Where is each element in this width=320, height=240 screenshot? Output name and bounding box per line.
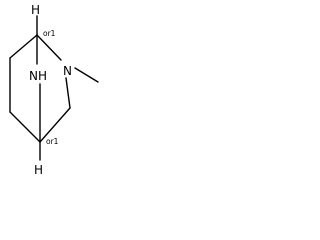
stereo-label-top: or1 [43, 29, 56, 38]
bond-top-bridgehead-left [9, 34, 38, 59]
bond-layer [9, 15, 99, 161]
atom-h-top: H [31, 3, 40, 17]
bond-left-bottom-bridgehead [9, 111, 41, 143]
bond-top-bridgehead-n [36, 34, 62, 61]
bond-ch2-bottom-bridgehead [39, 107, 71, 143]
atom-nh-bridge: NH [29, 69, 47, 83]
bond-n-ch2 [65, 77, 71, 109]
bond-n-methyl [74, 67, 99, 83]
stereo-label-bottom: or1 [46, 137, 59, 146]
atom-h-bottom: H [34, 163, 43, 177]
atom-n-methyl: N [63, 64, 72, 78]
bicyclic-amine-structure: H N NH H or1 or1 [9, 3, 99, 177]
